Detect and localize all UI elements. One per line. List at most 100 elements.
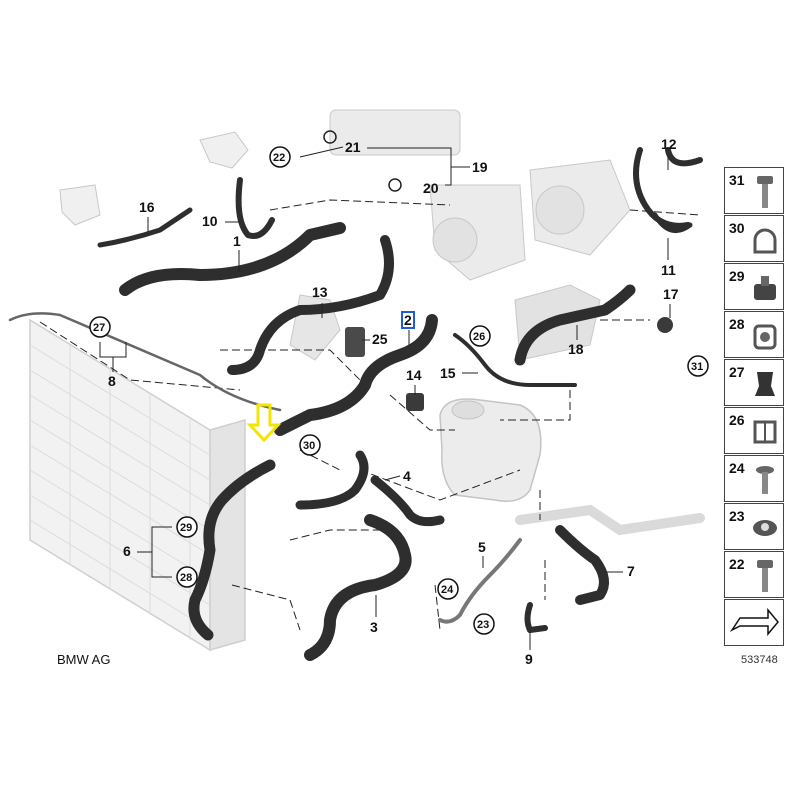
panel-number: 31: [729, 172, 745, 188]
panel-cell-24: 24: [724, 455, 784, 502]
diagram-number: 533748: [741, 654, 778, 666]
clip-icon: [753, 228, 777, 254]
circled-28: 28: [176, 566, 198, 588]
circled-30: 30: [299, 434, 321, 456]
hose-12: [633, 147, 703, 229]
plug-icon: [755, 372, 775, 396]
callout-14: 14: [406, 367, 422, 383]
highlight-box-2: [401, 311, 415, 329]
callout-17: 17: [663, 286, 679, 302]
clip-icon: [753, 420, 777, 444]
hose-8: [8, 312, 282, 412]
callout-25: 25: [372, 331, 388, 347]
fastener-panel: 31 30 29 28 27 26 24 23 22: [724, 167, 784, 650]
radiator: [29, 318, 246, 652]
callout-2: 2: [404, 312, 412, 328]
hose-10: [235, 177, 275, 239]
callout-9: 9: [525, 651, 533, 667]
callout-21: 21: [345, 139, 361, 155]
panel-cell-28: 28: [724, 311, 784, 358]
callout-18: 18: [568, 341, 584, 357]
panel-number: 30: [729, 220, 745, 236]
callout-6: 6: [123, 543, 131, 559]
callout-13: 13: [312, 284, 328, 300]
hose-5: [438, 538, 522, 624]
brand-label: BMW AG: [57, 652, 111, 667]
bracket-icon: [754, 276, 776, 300]
arrow-icon: [730, 608, 779, 637]
circled-29: 29: [176, 516, 198, 538]
callout-16: 16: [139, 199, 155, 215]
circled-23: 23: [473, 613, 495, 635]
circled-callouts: 22 23 24 26 27 28 29 30 31: [89, 146, 709, 635]
callout-4: 4: [403, 468, 411, 484]
bolt-icon: [757, 176, 773, 208]
callout-15: 15: [440, 365, 456, 381]
panel-number: 26: [729, 412, 745, 428]
panel-number: 28: [729, 316, 745, 332]
nut-icon: [753, 520, 777, 536]
callout-1: 1: [233, 233, 241, 249]
svg-text:23: 23: [477, 619, 489, 631]
svg-text:22: 22: [273, 152, 285, 164]
panel-number: 22: [729, 556, 745, 572]
panel-number: 27: [729, 364, 745, 380]
hose-11: [652, 212, 693, 234]
callout-11: 11: [661, 262, 676, 278]
callout-20: 20: [423, 180, 439, 196]
svg-text:28: 28: [180, 572, 192, 584]
expansion-tank: [439, 398, 542, 502]
svg-text:27: 27: [93, 322, 105, 334]
hose-15: [453, 333, 577, 387]
hose-3: [304, 514, 412, 661]
hoses: [8, 147, 703, 661]
panel-cell-30: 30: [724, 215, 784, 262]
panel-cell-arrow: [724, 599, 784, 646]
hose-2: [274, 314, 438, 436]
hose-13: [227, 235, 394, 375]
circled-22: 22: [269, 146, 291, 168]
hose-1: [119, 222, 346, 296]
hose-clamp-icon: [753, 324, 777, 350]
callout-12: 12: [661, 136, 677, 152]
svg-text:24: 24: [441, 584, 454, 596]
callout-8: 8: [108, 373, 116, 389]
svg-text:30: 30: [303, 440, 315, 452]
panel-cell-31: 31: [724, 167, 784, 214]
callout-3: 3: [370, 619, 378, 635]
circled-26: 26: [469, 325, 491, 347]
panel-number: 23: [729, 508, 745, 524]
small-parts: [323, 130, 673, 411]
highlight-arrow: [246, 403, 282, 443]
circled-27: 27: [89, 316, 111, 338]
ghost-pipe: [515, 504, 705, 536]
bolt-icon: [757, 560, 773, 592]
callout-19: 19: [472, 159, 488, 175]
panel-cell-26: 26: [724, 407, 784, 454]
screw-icon: [756, 466, 774, 494]
panel-cell-22: 22: [724, 551, 784, 598]
circled-31: 31: [687, 355, 709, 377]
panel-cell-23: 23: [724, 503, 784, 550]
callout-labels: 1 2 3 4 5 6 7 8 9 10 11 12 13 14 15 16 1…: [108, 136, 679, 667]
panel-number: 29: [729, 268, 745, 284]
panel-number: 24: [729, 460, 745, 476]
hose-16: [97, 207, 193, 248]
hose-7: [555, 525, 609, 605]
panel-cell-27: 27: [724, 359, 784, 406]
callout-connectors: [99, 146, 671, 650]
svg-text:29: 29: [180, 522, 192, 534]
svg-text:26: 26: [473, 331, 485, 343]
callout-10: 10: [202, 213, 218, 229]
hose-6: [188, 459, 276, 641]
callout-7: 7: [627, 563, 635, 579]
hose-4: [295, 450, 445, 527]
circled-24: 24: [437, 578, 459, 600]
svg-text:31: 31: [691, 361, 703, 373]
engine-ghost-parts: [59, 109, 631, 361]
hose-18: [514, 284, 636, 366]
hose-9: [524, 602, 548, 633]
panel-cell-29: 29: [724, 263, 784, 310]
callout-5: 5: [478, 539, 486, 555]
